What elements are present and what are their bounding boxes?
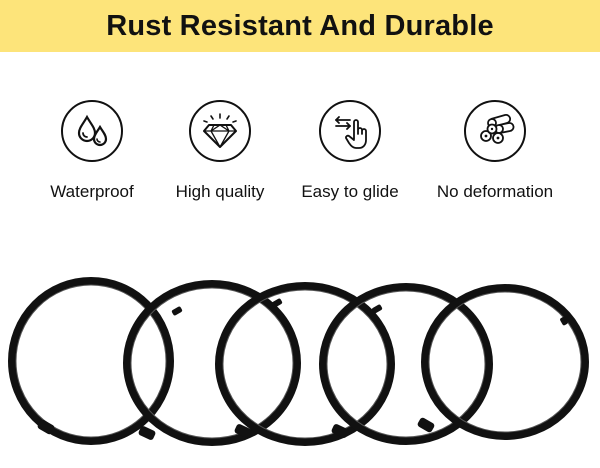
ring-3 [215, 282, 395, 446]
feature-row: Waterproof High quality [0, 100, 600, 220]
hinge-4 [371, 304, 383, 314]
ring-1-highlight [15, 284, 167, 438]
ring-3-highlight [222, 289, 388, 439]
ring-1 [8, 277, 174, 445]
feature-label: Easy to glide [301, 182, 399, 201]
diamond-icon [189, 100, 251, 162]
clasp-4 [331, 424, 349, 438]
ring-4 [319, 283, 493, 445]
ring-2-highlight [130, 287, 294, 439]
ring-group [8, 277, 589, 446]
product-rings-image [8, 277, 589, 446]
feature-no-deformation: No deformation [430, 100, 560, 220]
feature-high-quality: High quality [155, 100, 285, 220]
ring-4-highlight [326, 290, 486, 438]
banner-title: Rust Resistant And Durable [106, 9, 494, 42]
clasp-2 [138, 426, 156, 440]
feature-waterproof: Waterproof [27, 100, 157, 220]
clasp-3 [234, 424, 252, 438]
hinge-2 [171, 306, 183, 316]
ring-5-highlight [428, 291, 582, 433]
ring-5 [421, 284, 589, 440]
title-banner: Rust Resistant And Durable [0, 0, 600, 52]
hinge-5 [560, 316, 568, 326]
clasp-1 [37, 419, 55, 435]
hinge-3 [271, 298, 283, 308]
feature-easy-to-glide: Easy to glide [285, 100, 415, 220]
ring-2 [123, 280, 301, 446]
water-drops-icon [61, 100, 123, 162]
feature-label: No deformation [436, 182, 554, 201]
metal-tubes-icon [464, 100, 526, 162]
clasp-5 [417, 417, 435, 433]
ring-clasps [37, 298, 568, 440]
feature-label: Waterproof [50, 182, 134, 201]
swipe-hand-icon [319, 100, 381, 162]
feature-label: High quality [175, 182, 265, 201]
